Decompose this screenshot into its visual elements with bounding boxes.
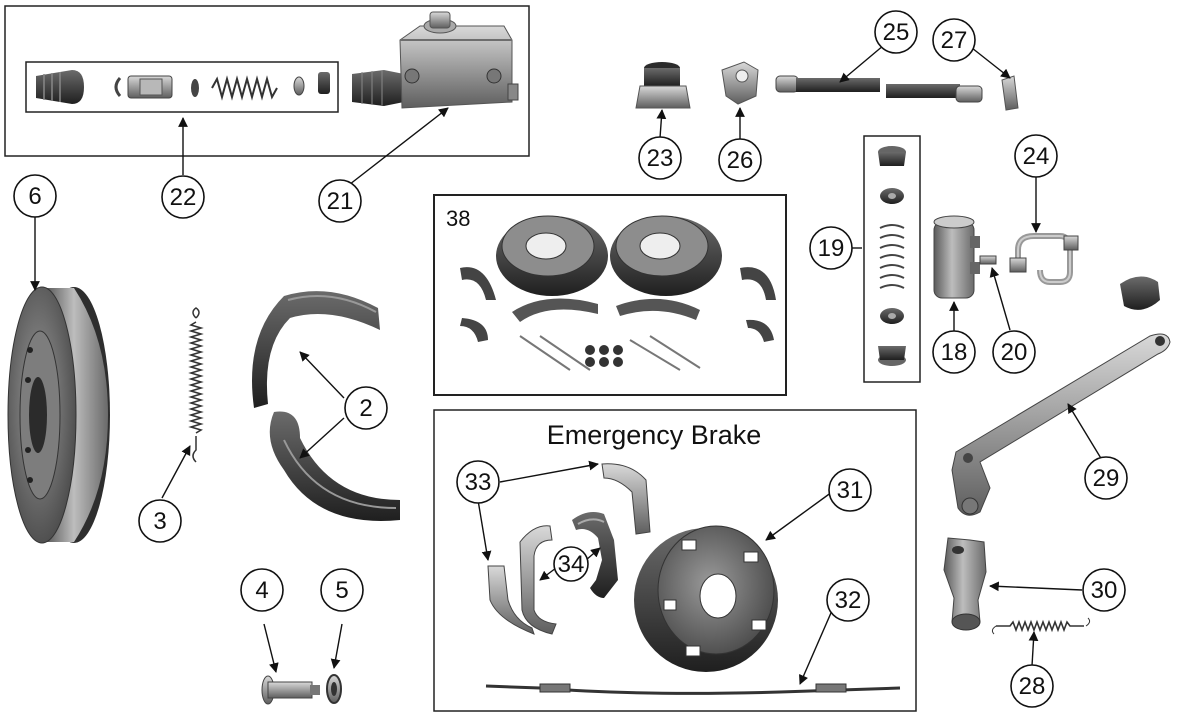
brake-drum-kit-part (460, 215, 776, 371)
callout-20: 20 (992, 330, 1036, 374)
callout-28: 28 (1010, 664, 1054, 708)
callout-32: 32 (826, 578, 870, 622)
callout-19: 19 (809, 226, 853, 270)
callout-5-label: 5 (335, 577, 348, 604)
pedal-return-spring-part (991, 617, 1091, 635)
callout-24: 24 (1014, 134, 1058, 178)
brake-shoe-set-part (252, 291, 400, 521)
emergency-brake-lining-part (487, 463, 651, 635)
adjuster-nut-part (635, 62, 691, 109)
callout-25: 25 (874, 10, 918, 54)
callout-31: 31 (828, 468, 872, 512)
callout-22: 22 (161, 175, 205, 219)
callout-27: 27 (932, 18, 976, 62)
emergency-brake-shoe-part (572, 512, 618, 598)
brake-line-part (1009, 233, 1079, 285)
hose-clip-part (1001, 75, 1019, 111)
callout-21-label: 21 (327, 188, 354, 215)
master-cylinder-part (352, 11, 519, 109)
callout-29: 29 (1084, 456, 1128, 500)
brake-kit-frame (433, 194, 787, 396)
pedal-bushing-bracket-part (943, 537, 987, 631)
wheel-cylinder-rebuild-kit-part (878, 146, 906, 366)
brake-hose-bracket-part (721, 61, 759, 105)
leader-lines (30, 39, 1103, 685)
cup-seal-part (191, 79, 199, 97)
callout-27-label: 27 (941, 27, 968, 54)
callout-34-label: 34 (558, 551, 585, 578)
shoe-return-spring-part (188, 307, 204, 463)
check-valve-part (318, 72, 330, 94)
snap-ring-part (114, 77, 122, 97)
callout-5: 5 (320, 568, 364, 612)
emergency-brake-cable-part (485, 683, 901, 695)
emergency-brake-frame (433, 409, 917, 712)
callouts: 22 21 23 26 25 27 6 3 2 4 5 19 18 20 24 … (13, 10, 1128, 708)
return-spring-part (211, 75, 278, 101)
callout-31-label: 31 (837, 477, 864, 504)
callout-18: 18 (932, 330, 976, 374)
bleeder-screw-part (979, 255, 997, 265)
master-cylinder-frame (4, 5, 530, 157)
callout-23: 23 (638, 136, 682, 180)
callout-26-label: 26 (727, 147, 754, 174)
callout-19-label: 19 (818, 235, 845, 262)
callout-22-label: 22 (170, 184, 197, 211)
valve-part (293, 76, 305, 96)
wheel-cylinder-part (933, 215, 980, 299)
brake-drum-part (7, 286, 110, 544)
hold-down-pin-part (261, 675, 320, 705)
pedal-pad-part (1120, 276, 1160, 310)
hold-down-cup-part (326, 674, 342, 704)
callout-24-label: 24 (1023, 143, 1050, 170)
emergency-brake-drum-part (634, 525, 778, 672)
wheel-cylinder-kit-frame (863, 135, 921, 383)
callout-33: 33 (456, 460, 500, 504)
callout-30: 30 (1082, 568, 1126, 612)
callout-23-label: 23 (647, 145, 674, 172)
callout-4: 4 (240, 568, 284, 612)
callout-20-label: 20 (1001, 339, 1028, 366)
callout-21: 21 (318, 179, 362, 223)
callout-3: 3 (138, 499, 182, 543)
callout-3-label: 3 (153, 508, 166, 535)
callout-30-label: 30 (1091, 577, 1118, 604)
callout-28-label: 28 (1019, 673, 1046, 700)
callout-29-label: 29 (1093, 465, 1120, 492)
callout-4-label: 4 (255, 577, 268, 604)
callout-2: 2 (344, 386, 388, 430)
callout-34: 34 (553, 546, 589, 582)
brake-hose-part (775, 75, 983, 103)
emergency-brake-title: Emergency Brake (547, 420, 762, 450)
callout-33-label: 33 (465, 469, 492, 496)
callout-6-label: 6 (28, 183, 41, 210)
callout-26: 26 (718, 138, 762, 182)
callout-18-label: 18 (941, 339, 968, 366)
brake-kit-label: 38 (446, 206, 470, 231)
callout-32-label: 32 (835, 587, 862, 614)
callout-25-label: 25 (883, 19, 910, 46)
master-cylinder-kit-frame (25, 61, 339, 113)
brake-pedal-part (951, 333, 1171, 516)
callout-6: 6 (13, 174, 57, 218)
master-cylinder-rebuild-kit (36, 70, 330, 104)
callout-2-label: 2 (359, 395, 372, 422)
